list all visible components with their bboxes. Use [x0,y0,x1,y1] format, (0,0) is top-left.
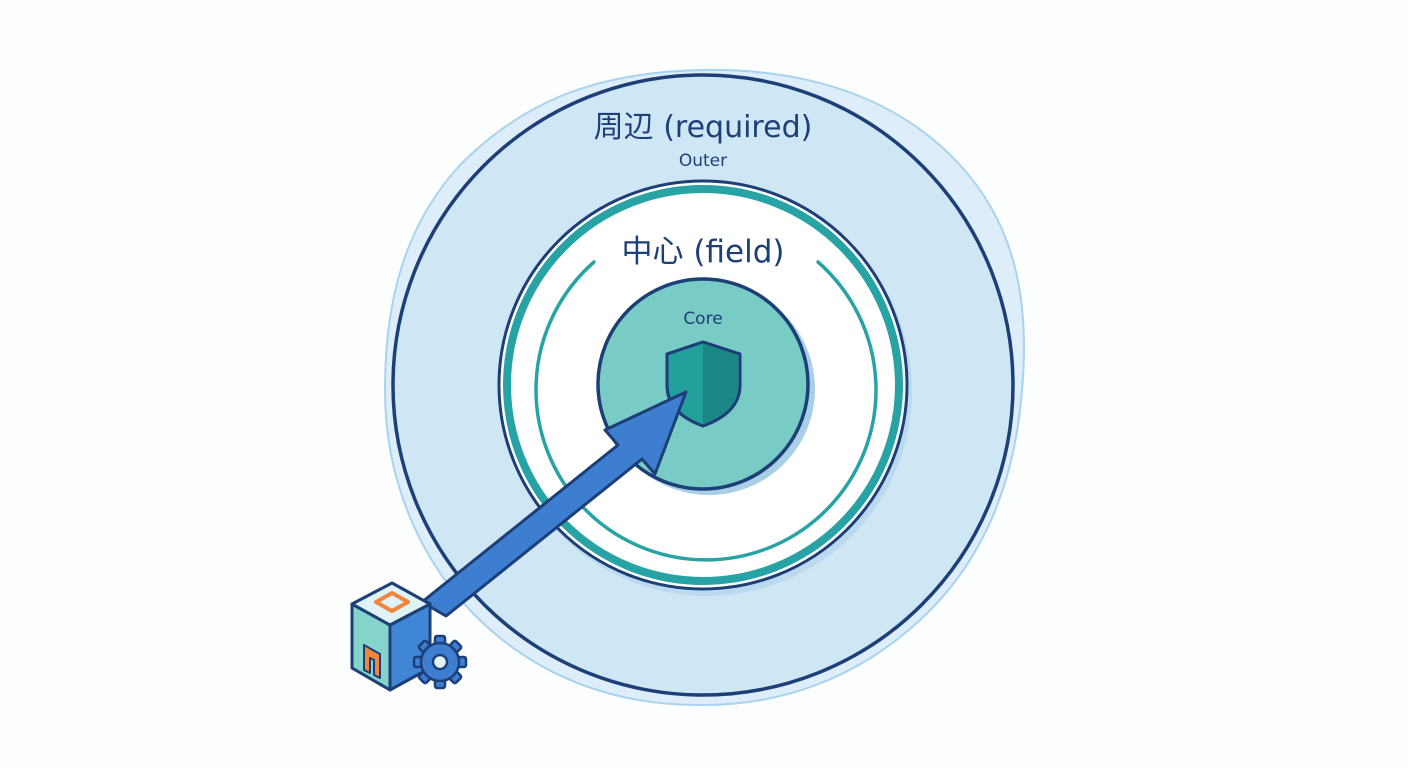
outer-ring-title: 周辺 (required) [594,110,813,145]
middle-ring-teal-band [503,185,903,585]
gear-icon [412,634,468,690]
arrow [420,390,688,618]
inner-arc [534,260,878,562]
middle-ring-title: 中心 (field) [622,234,785,270]
outer-ring-subtitle: Outer [679,151,727,171]
shield-icon [665,340,742,428]
cube-icon [350,581,432,692]
core-title: Core [683,309,722,329]
